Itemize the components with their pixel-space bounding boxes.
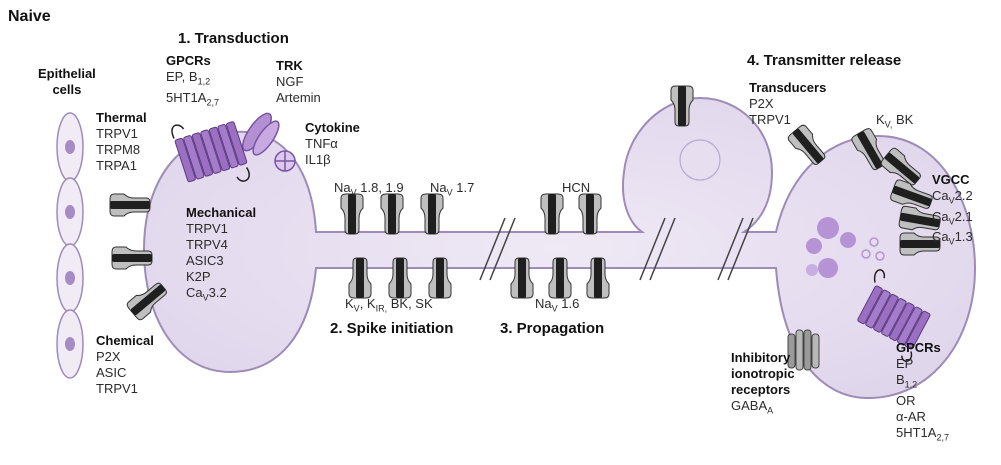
section-propagation: 3. Propagation	[500, 320, 605, 337]
ion-channels	[109, 85, 941, 321]
nav17-channel-icon	[420, 193, 444, 235]
epithelial-cells	[56, 112, 84, 379]
gpcr-right-icon	[857, 269, 931, 362]
section-transduction: 1. Transduction	[178, 30, 289, 47]
trk-receptor-icon	[252, 120, 280, 156]
soma-channel-icon	[670, 85, 694, 127]
nav-17-label: NaV 1.7	[430, 180, 475, 198]
section-spike-initiation: 2. Spike initiation	[330, 320, 454, 337]
section-transmitter-release: 4. Transmitter release	[747, 52, 902, 69]
gpcr-left-icon	[171, 121, 250, 183]
nav18-channel-icon	[340, 193, 364, 235]
transducer-channel-icon	[787, 124, 826, 165]
gaba-a-receptor-icon	[787, 329, 820, 371]
vgcc-channel-icon	[898, 205, 941, 231]
mechanical-label: Mechanical TRPV1 TRPV4 ASIC3 K2P CaV3.2	[186, 205, 257, 303]
nav-18-19-label: NaV 1.8, 1.9	[334, 180, 404, 198]
mechanical-channel-icon	[111, 246, 153, 270]
chemical-channel-icon	[126, 282, 167, 321]
trk-label: TRK NGF Artemin	[276, 58, 321, 105]
gpcrs-left-label: GPCRs EP, B1,2 5HT1A2,7	[166, 53, 219, 108]
chemical-label: Chemical P2X ASIC TRPV1	[96, 333, 154, 396]
neuron-membrane	[142, 96, 977, 400]
synaptic-vesicles	[806, 217, 885, 278]
thermal-channel-icon	[109, 193, 151, 217]
diagram-title: Naive	[8, 8, 51, 25]
axon-break-marks	[479, 217, 754, 281]
nav16-channel-icon	[548, 257, 572, 299]
kv-bk-label: KV, BK	[876, 112, 914, 130]
vgcc-channel-icon	[899, 232, 941, 256]
nav19-channel-icon	[380, 193, 404, 235]
hcn-label: HCN	[562, 180, 591, 195]
hcn-channel-icon	[578, 193, 602, 235]
epithelial-cell-nucleus	[65, 205, 75, 219]
epithelial-label: Epithelial cells	[38, 66, 96, 97]
epithelial-cell-nucleus	[65, 140, 75, 154]
hcn-channel-icon	[540, 193, 564, 235]
k-channel-icon	[348, 257, 372, 299]
inhibitory-receptors-label: Inhibitory ionotropic receptors GABAA	[731, 350, 795, 416]
nav-16-label: NaV 1.6	[535, 296, 580, 314]
nav16-channel-icon	[510, 257, 534, 299]
epithelial-cell-nucleus	[65, 337, 75, 351]
soma-nucleus	[679, 139, 721, 181]
k-channels-label: KV, KIR, BK, SK	[345, 296, 433, 314]
cytokine-receptor-icon	[274, 150, 296, 172]
bk-channel-icon	[880, 147, 921, 186]
vgcc-channel-icon	[890, 179, 933, 209]
nav16-channel-icon	[586, 257, 610, 299]
bk-sk-channel-icon	[428, 257, 452, 299]
kir-channel-icon	[388, 257, 412, 299]
cytokine-label: Cytokine TNFα IL1β	[305, 120, 360, 167]
vgcc-label: VGCC CaV2.2 CaV2.1 CaV1.3	[932, 172, 973, 247]
transducers-label: Transducers P2X TRPV1	[749, 80, 827, 127]
epithelial-cell-nucleus	[65, 271, 75, 285]
gpcrs-right-label: GPCRs EP B1,2 OR α-AR 5HT1A2,7	[896, 340, 949, 443]
thermal-label: Thermal TRPV1 TRPM8 TRPA1	[96, 110, 147, 173]
